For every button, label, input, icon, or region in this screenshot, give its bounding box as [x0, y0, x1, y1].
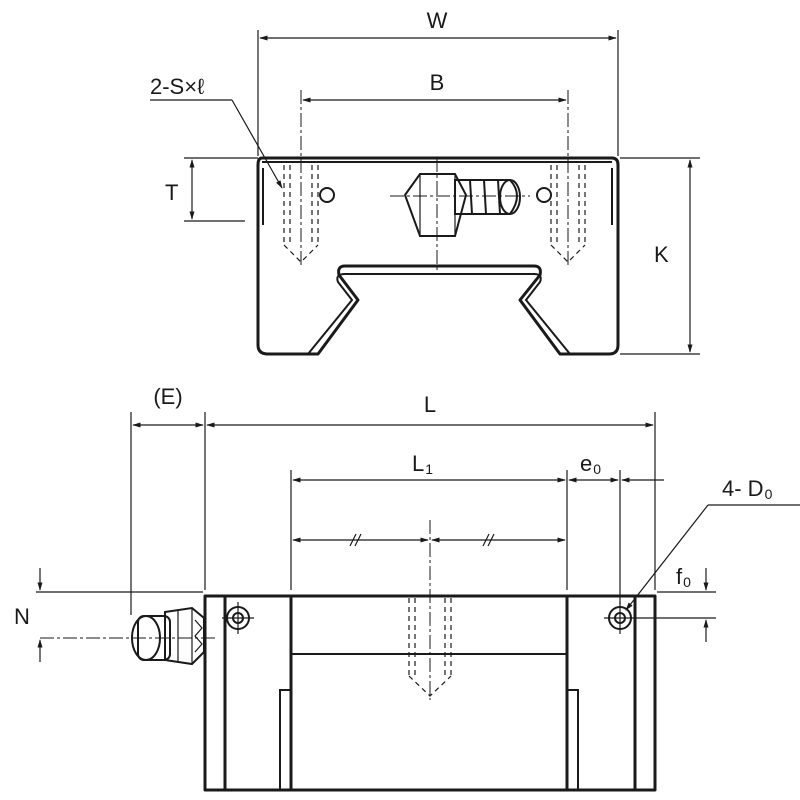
- tapped-hole-left: [283, 90, 319, 268]
- break-mark-right: [482, 533, 495, 547]
- label-l: L: [424, 392, 436, 417]
- plug-screw-right-icon: [604, 602, 660, 634]
- small-hole-right: [536, 187, 552, 203]
- label-e0: e0: [580, 451, 601, 477]
- plug-screw-left-icon: [222, 602, 254, 634]
- right-relief: [567, 689, 579, 790]
- label-f0: f0: [676, 564, 691, 590]
- label-d0: 4- D0: [722, 476, 773, 502]
- break-mark-left: [349, 533, 362, 547]
- block-outline: [256, 156, 620, 356]
- label-n: N: [14, 604, 30, 629]
- label-k: K: [654, 242, 669, 267]
- label-w: W: [427, 8, 448, 33]
- small-hole-left: [319, 187, 335, 203]
- grease-nipple-side-icon: [131, 606, 205, 666]
- end-plate-left: [223, 594, 293, 792]
- side-view: (E) L L1 e0 4- D0 f0 N: [14, 384, 800, 792]
- label-l1: L1: [412, 451, 433, 477]
- end-seal-right: [633, 594, 657, 792]
- end-view: W B 2-S×ℓ T K: [150, 8, 700, 356]
- block-body: [289, 594, 569, 792]
- tapped-hole-center: [408, 520, 452, 700]
- tapped-hole-right: [550, 90, 586, 268]
- left-relief: [279, 689, 291, 790]
- label-screw: 2-S×ℓ: [150, 74, 205, 99]
- label-e: (E): [153, 384, 182, 409]
- end-seal-left: [203, 594, 227, 792]
- grease-nipple-icon: [403, 173, 521, 237]
- label-t: T: [165, 180, 178, 205]
- label-b: B: [430, 70, 445, 95]
- rail-groove: [307, 273, 571, 355]
